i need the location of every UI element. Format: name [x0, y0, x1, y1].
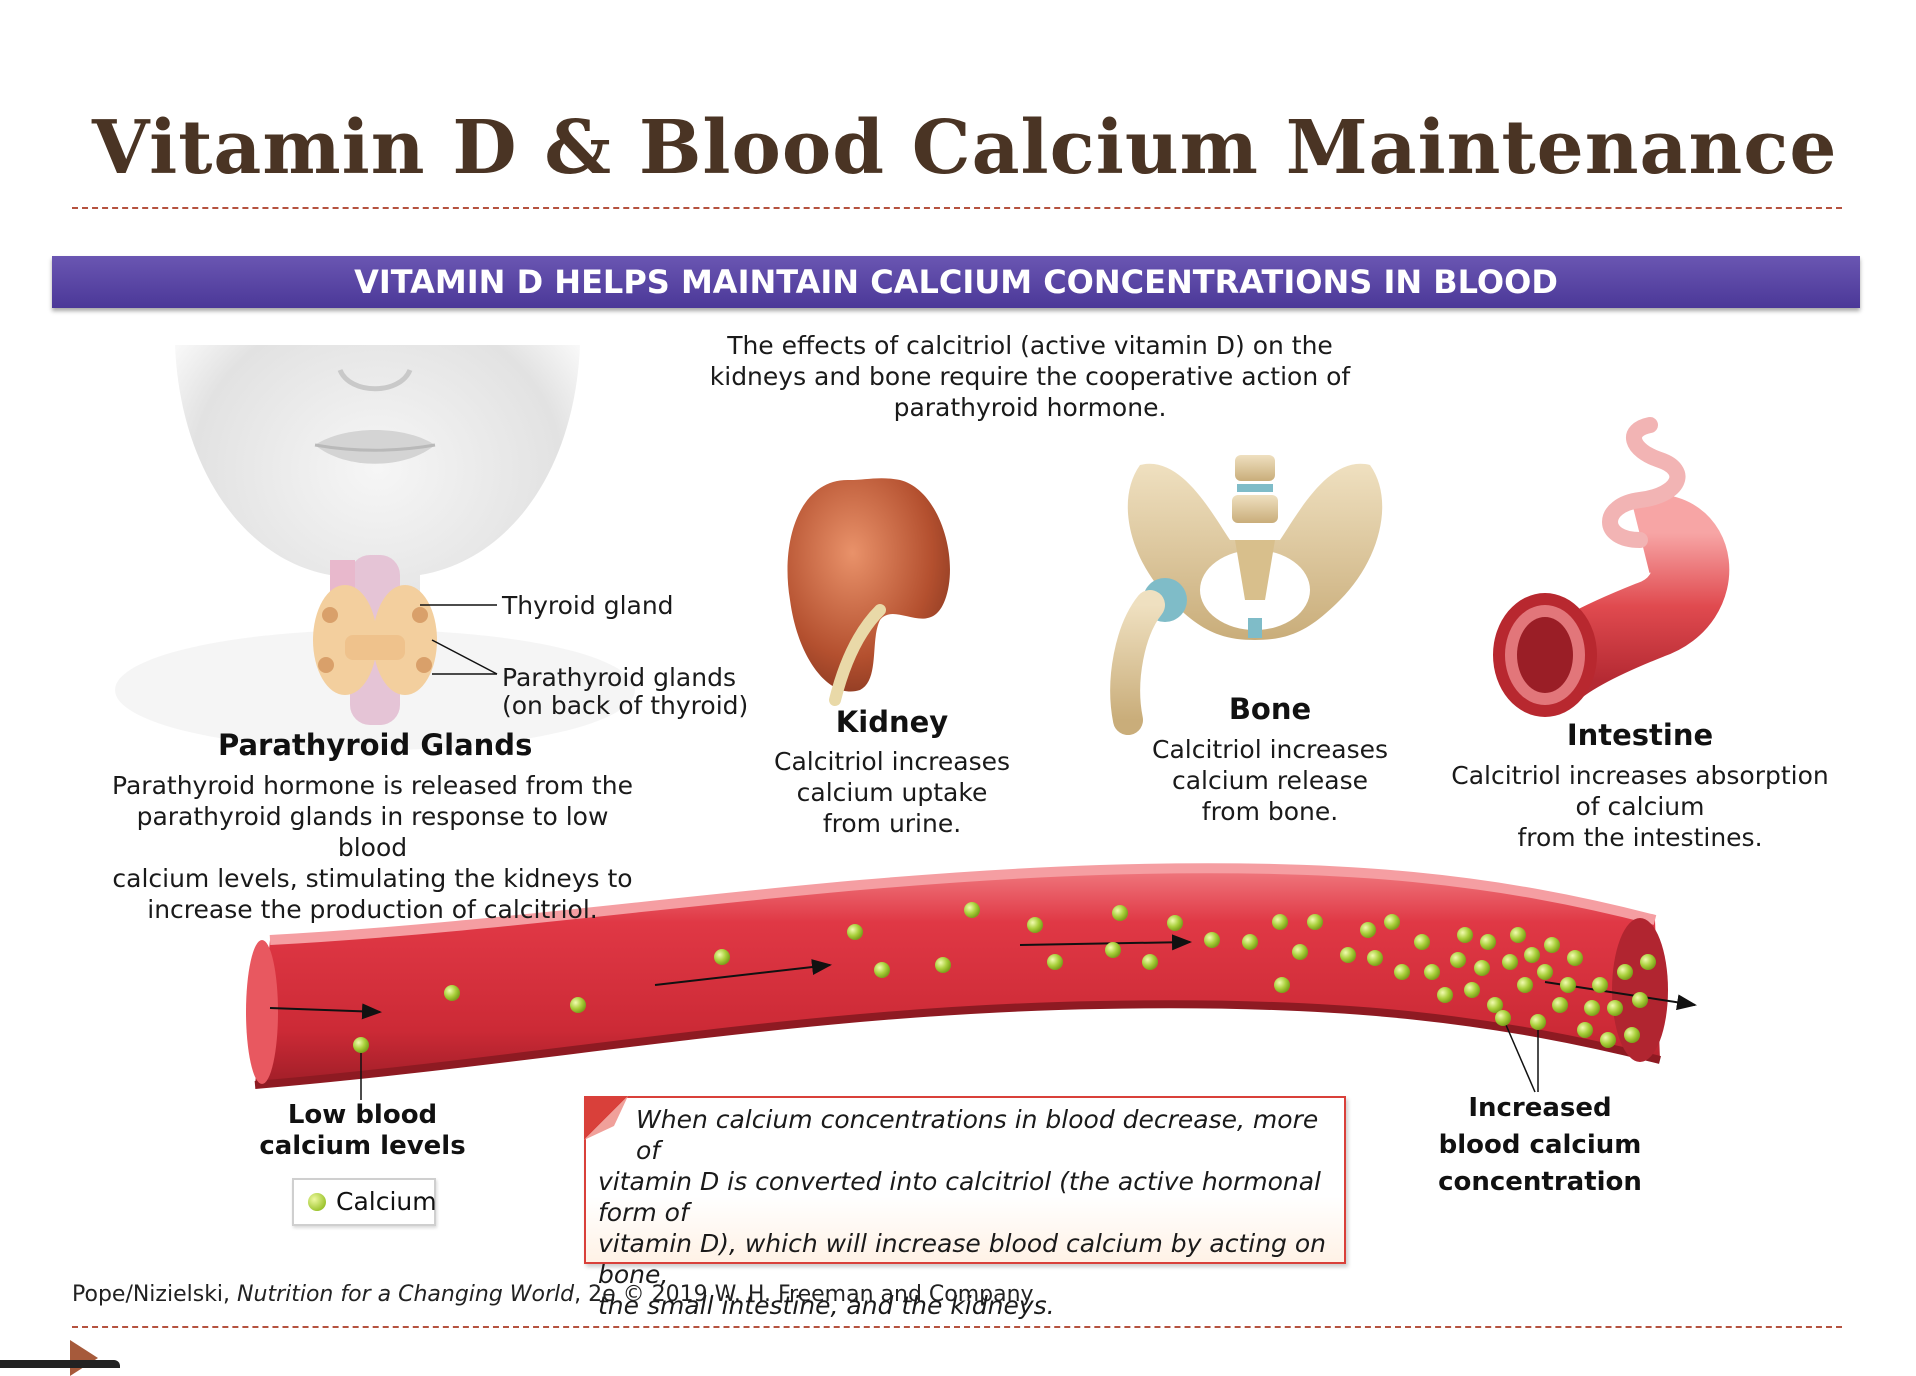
- calcium-dots: [353, 902, 1656, 1053]
- calcium-dot-icon: [308, 1193, 326, 1211]
- low-blood-calcium-label: Low blood calcium levels: [259, 1100, 466, 1161]
- kidney-heading: Kidney: [835, 705, 949, 739]
- explanation-box: When calcium concentrations in blood dec…: [584, 1096, 1346, 1320]
- title-divider: [72, 207, 1842, 209]
- calcium-legend: Calcium: [292, 1178, 437, 1226]
- increased-blood-calcium-label: Increased blood calcium concentration: [1438, 1093, 1642, 1197]
- taskbar-edge: [0, 1360, 120, 1368]
- thyroid-gland-label: Thyroid gland: [502, 591, 674, 620]
- intestine-illustration: [1493, 417, 1730, 717]
- bone-description: Calcitriol increases calcium release fro…: [1151, 735, 1389, 826]
- parathyroid-description: Parathyroid hormone is released from the…: [112, 771, 633, 924]
- footer-divider: [72, 1326, 1842, 1328]
- section-banner: VITAMIN D HELPS MAINTAIN CALCIUM CONCENT…: [52, 256, 1860, 308]
- kidney-illustration: [787, 478, 950, 706]
- thyroid-illustration: [313, 555, 498, 725]
- intro-text: The effects of calcitriol (active vitami…: [709, 331, 1351, 422]
- intestine-heading: Intestine: [1566, 718, 1714, 752]
- play-icon[interactable]: [70, 1340, 98, 1376]
- page-title: Vitamin D & Blood Calcium Maintenance: [92, 105, 1838, 191]
- intestine-description: Calcitriol increases absorption of calci…: [1451, 761, 1829, 852]
- page-curl-icon: [584, 1096, 628, 1140]
- parathyroid-glands-label: Parathyroid glands (on back of thyroid): [502, 663, 749, 720]
- bone-heading: Bone: [1228, 692, 1312, 726]
- parathyroid-heading: Parathyroid Glands: [218, 728, 533, 762]
- bone-illustration: [1110, 455, 1383, 735]
- source-credit: Pope/Nizielski, Nutrition for a Changing…: [72, 1282, 1034, 1307]
- explanation-text: When calcium concentrations in blood dec…: [598, 1105, 1327, 1320]
- kidney-description: Calcitriol increases calcium uptake from…: [773, 747, 1011, 838]
